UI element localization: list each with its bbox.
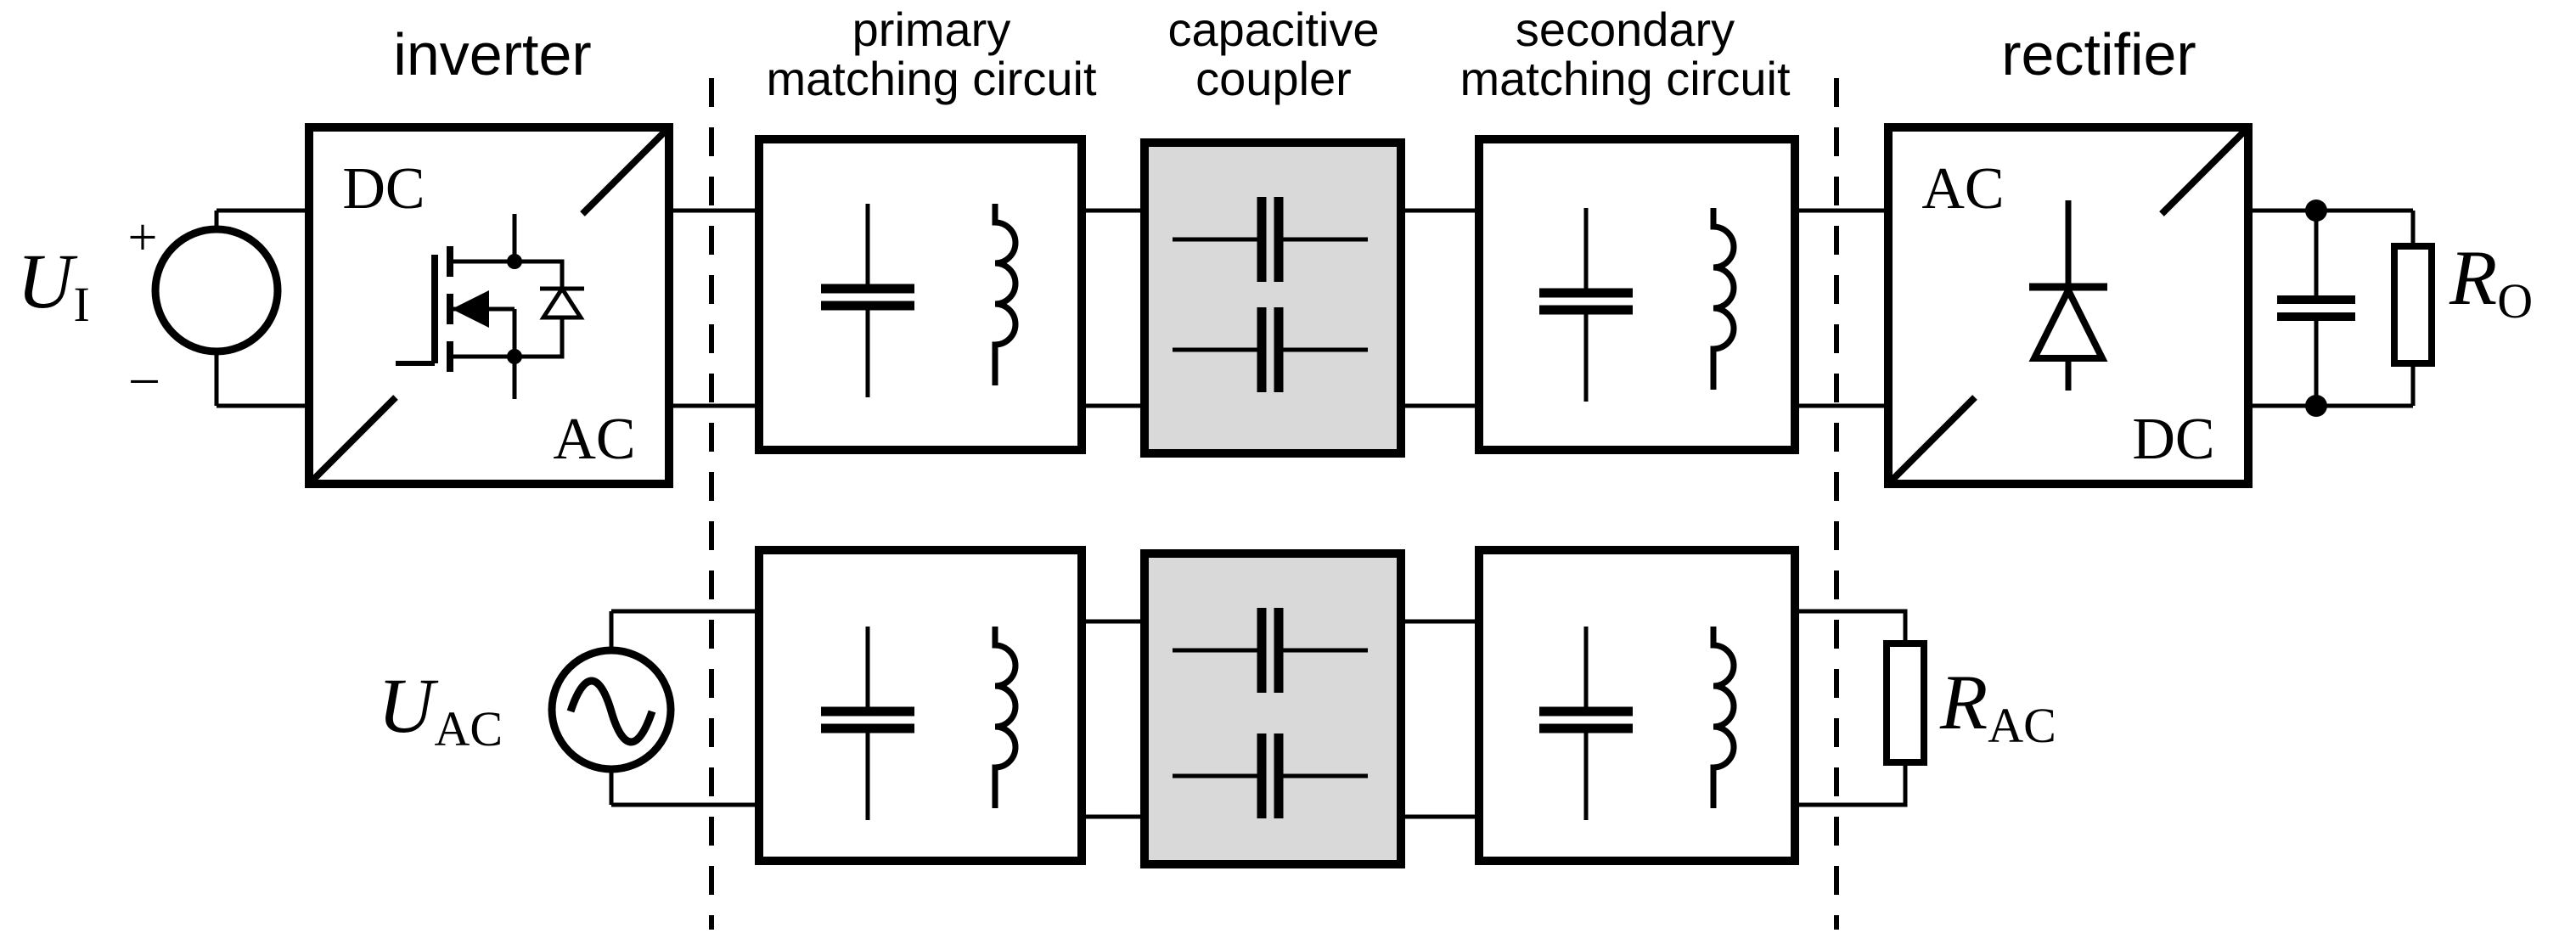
output-filter xyxy=(2248,200,2413,417)
source-label: UI xyxy=(17,238,90,332)
inverter-ac-label: AC xyxy=(553,407,635,472)
source-minus: – xyxy=(131,348,159,406)
source-plus: + xyxy=(128,209,158,267)
capacitive-coupler-block-bottom xyxy=(1140,549,1405,868)
label-secondary-line1: secondary xyxy=(1516,3,1735,56)
rectifier-ac-label: AC xyxy=(1921,156,2004,222)
ac-source xyxy=(548,609,759,807)
secondary-matching-block-bottom xyxy=(1475,546,1799,865)
rectifier-dc-label: DC xyxy=(2132,407,2214,472)
primary-matching-block-bottom xyxy=(755,546,1086,865)
label-coupler-line1: capacitive xyxy=(1167,3,1379,56)
inverter-dc-label: DC xyxy=(342,156,425,222)
label-secondary-line2: matching circuit xyxy=(1460,52,1790,105)
inverter-block xyxy=(305,123,673,488)
ac-load xyxy=(1795,609,1927,807)
dc-source xyxy=(151,208,309,408)
label-primary-line2: matching circuit xyxy=(766,52,1096,105)
label-inverter: inverter xyxy=(393,21,591,87)
diode-icon xyxy=(2028,200,2108,391)
ac-load-resistor-icon xyxy=(1883,640,1927,766)
primary-matching-block-top xyxy=(755,135,1086,454)
load-resistor-icon xyxy=(2391,211,2435,406)
secondary-matching-block-top xyxy=(1475,135,1799,454)
sine-wave-icon xyxy=(566,677,656,746)
rectifier-block xyxy=(1884,123,2253,488)
load-label: RO xyxy=(2449,234,2533,329)
capacitive-coupler-block-top xyxy=(1140,138,1405,458)
label-primary-line1: primary xyxy=(852,3,1011,56)
mosfet-icon xyxy=(396,214,585,399)
label-coupler-line2: coupler xyxy=(1195,52,1352,105)
ac-load-label: RAC xyxy=(1939,659,2056,753)
label-rectifier: rectifier xyxy=(2001,21,2196,87)
ac-source-label: UAC xyxy=(378,662,503,756)
